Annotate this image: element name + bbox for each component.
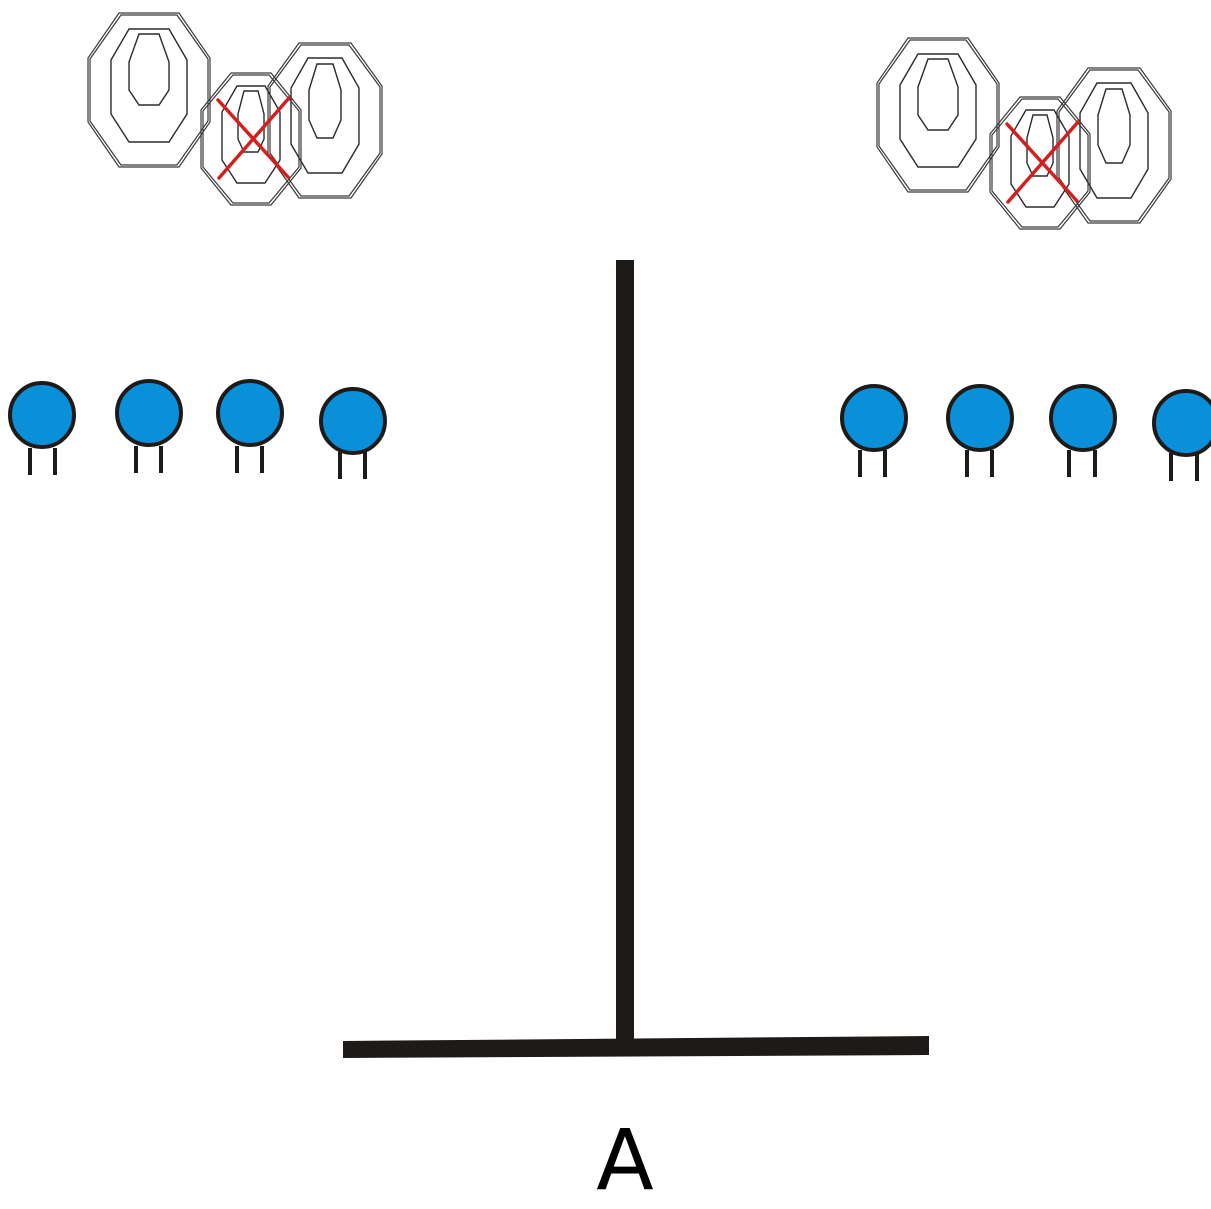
no-shoot-target bbox=[989, 96, 1091, 230]
steel-plate bbox=[1152, 389, 1211, 481]
no-shoot-mark bbox=[1006, 120, 1080, 204]
wall-vertical bbox=[616, 260, 634, 1050]
left-paper-target-group bbox=[87, 12, 383, 206]
right-steel-plate-row bbox=[840, 384, 1211, 481]
paper-target bbox=[87, 12, 211, 168]
paper-target bbox=[1056, 67, 1172, 224]
steel-plate bbox=[319, 387, 387, 479]
wall bbox=[343, 260, 929, 1058]
left-steel-plate-row bbox=[8, 379, 387, 479]
steel-plate bbox=[216, 379, 284, 473]
shooting-position-label: A bbox=[596, 1111, 654, 1209]
no-shoot-target bbox=[200, 72, 302, 206]
steel-plate bbox=[1049, 384, 1117, 477]
paper-target bbox=[267, 42, 383, 199]
wall-horizontal bbox=[343, 1036, 929, 1058]
steel-plate bbox=[8, 381, 76, 475]
no-shoot-mark bbox=[217, 96, 291, 180]
steel-plate bbox=[840, 384, 908, 477]
steel-plate bbox=[946, 384, 1014, 477]
steel-plate bbox=[115, 379, 183, 473]
right-paper-target-group bbox=[876, 37, 1172, 230]
paper-target bbox=[876, 37, 1000, 193]
